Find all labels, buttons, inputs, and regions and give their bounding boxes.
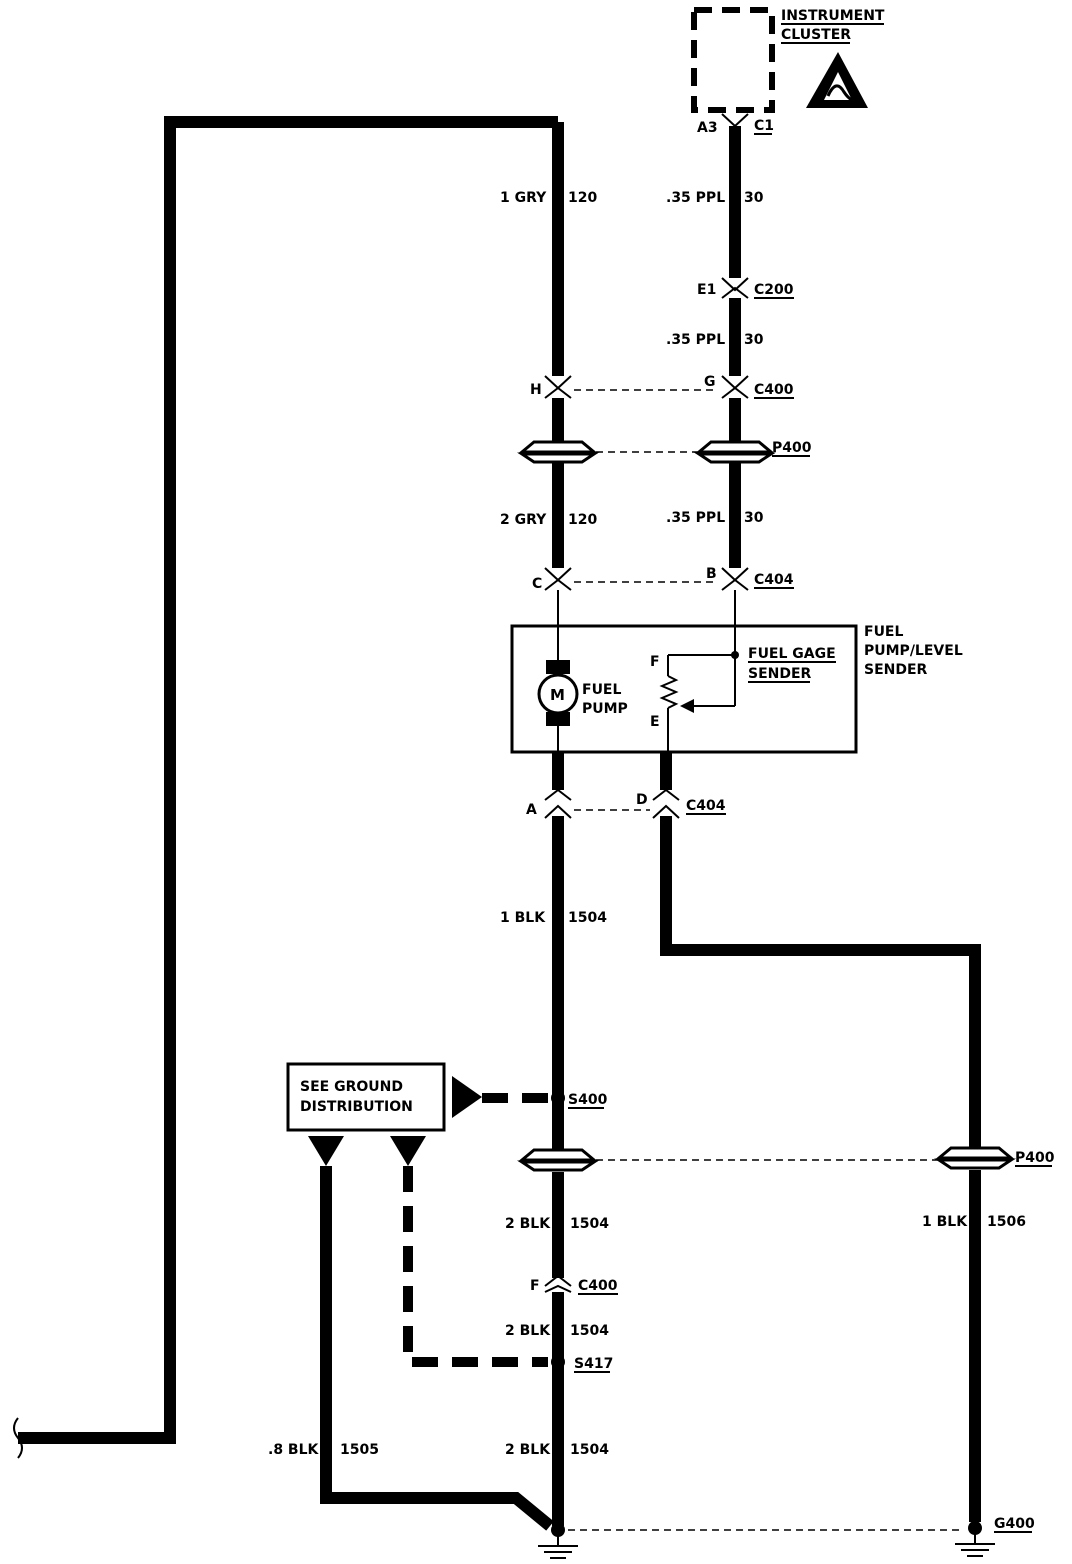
wire-ppl-3-gauge: .35 PPL [666,510,725,526]
sender-f-label: F [650,654,660,670]
wire-blk-2a-gauge: 2 BLK [505,1216,551,1232]
fuel-pump-label-2: PUMP [582,701,628,717]
ground-distribution-s417-path [403,1166,548,1367]
connector-h-label: H [530,382,542,398]
wire-blk-2c-circuit: 1504 [570,1442,609,1458]
connector-b-label: B [706,566,717,582]
esd-warning-icon [806,52,868,108]
fuel-pump-level-sender-label-1: FUEL [864,624,903,640]
fuel-pump-label-1: FUEL [582,682,621,698]
instrument-cluster-label-2: CLUSTER [781,27,851,43]
connector-c400-bottom-label: C400 [578,1278,618,1294]
connector-c404-bottom [544,788,680,819]
splice-s400-label: S400 [568,1092,608,1108]
wire-blk-08-gauge: .8 BLK [268,1442,320,1458]
blk-1506-wire [660,816,981,1150]
grommet-p400-top-label: P400 [772,440,812,456]
connector-c1-label: C1 [754,118,774,134]
wire-gry-2-circuit: 120 [568,512,597,528]
splice-s400 [551,1091,565,1105]
instrument-cluster-label-1: INSTRUMENT [781,8,885,24]
connector-c200-label: C200 [754,282,794,298]
grommet-p400-bottom [517,1146,1016,1172]
wire-blk-right-circuit: 1506 [987,1214,1026,1230]
wire-ppl-2-gauge: .35 PPL [666,332,725,348]
connector-a3-label: A3 [697,120,718,136]
wire-blk-08-circuit: 1505 [340,1442,379,1458]
grommet-p400-top [517,440,776,464]
wire-gry-2-gauge: 2 GRY [500,512,547,528]
wire-blk-1-circuit: 1504 [568,910,607,926]
connector-c404-bottom-label: C404 [686,798,726,814]
wire-ppl-3-circuit: 30 [744,510,764,526]
wire-blk-1-gauge: 1 BLK [500,910,546,926]
wire-blk-2b-gauge: 2 BLK [505,1323,551,1339]
splice-s417-label: S417 [574,1356,613,1372]
fuel-gage-sender-label-1: FUEL GAGE [748,646,836,662]
connector-e1-label: E1 [697,282,716,298]
ground-distribution-arrow-right [452,1076,548,1118]
wire-ppl-2-circuit: 30 [744,332,764,348]
ground-g400-label: G400 [994,1516,1035,1532]
fuel-pump-motor-icon [537,626,579,752]
wire-blk-2c-gauge: 2 BLK [505,1442,551,1458]
ground-distribution-label-1: SEE GROUND [300,1079,403,1095]
splice-s417 [551,1355,565,1369]
connector-d-label: D [636,792,648,808]
wire-break-symbol [13,1417,23,1459]
connector-c400-bottom [544,1274,572,1293]
sender-e-label: E [650,714,660,730]
wire-ppl-1-gauge: .35 PPL [666,190,725,206]
left-loop-wire [18,116,558,1444]
connector-a3-c1 [721,113,749,128]
connector-c404-top [544,567,749,591]
connector-c200 [721,277,749,299]
motor-symbol-label: M [550,686,565,704]
ground-distribution-arrow-down-2 [390,1136,426,1166]
connector-f-label: F [530,1278,540,1294]
instrument-cluster-box [691,7,775,113]
grommet-p400-right-label: P400 [1015,1150,1055,1166]
fuel-pump-level-sender-label-3: SENDER [864,662,928,678]
connector-g-label: G [704,374,716,390]
fuel-pump-level-sender-label-2: PUMP/LEVEL [864,643,963,659]
blk-1505-wire [320,1166,554,1531]
connector-c400-top [544,375,749,399]
wire-blk-2a-circuit: 1504 [570,1216,609,1232]
wire-gry-1-gauge: 1 GRY [500,190,547,206]
ground-distribution-box [286,1062,446,1132]
wire-ppl-1-circuit: 30 [744,190,764,206]
connector-c400-top-label: C400 [754,382,794,398]
connector-c404-top-label: C404 [754,572,794,588]
wire-blk-2b-circuit: 1504 [570,1323,609,1339]
connector-c-label: C [532,576,542,592]
wire-blk-right-gauge: 1 BLK [922,1214,968,1230]
ground-distribution-arrow-down-1 [308,1136,344,1166]
ground-distribution-label-2: DISTRIBUTION [300,1099,413,1115]
ground-symbol-right [955,1521,995,1557]
fuel-gage-sender-resistor-icon [659,626,739,752]
connector-a-label: A [526,802,537,818]
fuel-gage-sender-label-2: SENDER [748,666,812,682]
wire-gry-1-circuit: 120 [568,190,597,206]
ground-symbol-left [538,1523,578,1559]
